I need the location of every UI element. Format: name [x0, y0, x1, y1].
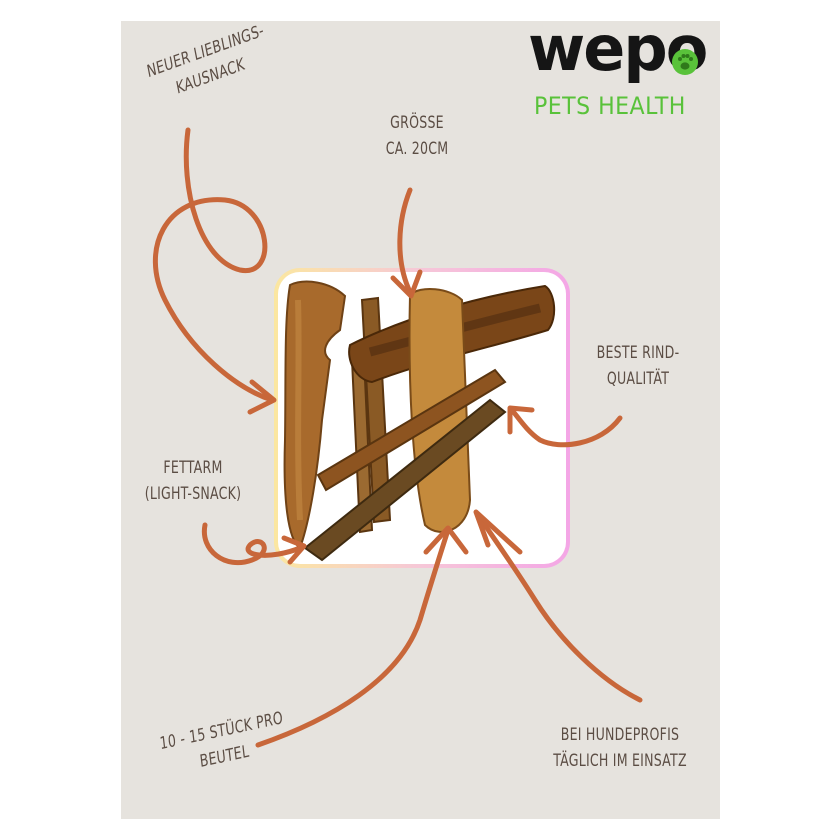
label-pros: Bei Hundeprofis täglich im Einsatz [553, 725, 687, 772]
brand-tagline: pets Health [534, 92, 686, 120]
label-quality: Beste Rind- qualität [596, 343, 680, 390]
label-size: Grösse ca. 20cm [385, 113, 449, 160]
label-fat: Fettarm (Light-Snack) [144, 458, 242, 505]
